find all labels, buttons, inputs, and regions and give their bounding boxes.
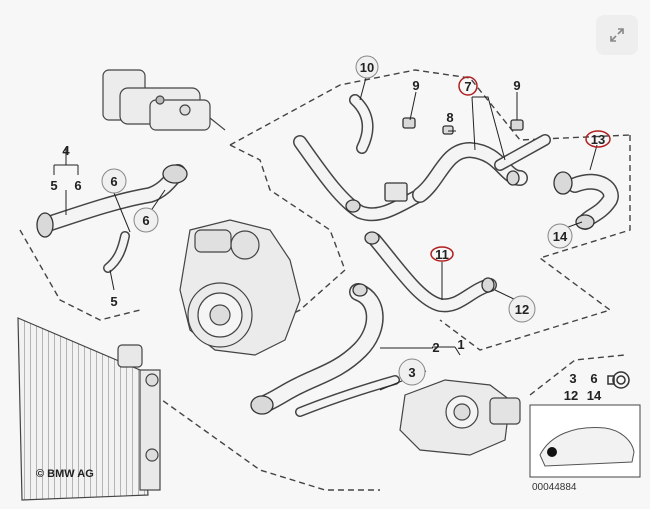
svg-text:11: 11 bbox=[435, 247, 449, 262]
svg-text:3: 3 bbox=[408, 365, 415, 380]
callout-5-bottom: 5 bbox=[110, 294, 117, 309]
callout-4: 4 bbox=[62, 143, 70, 158]
expand-button[interactable] bbox=[596, 15, 638, 55]
callout-10: 10 bbox=[355, 55, 379, 79]
clamps bbox=[36, 117, 595, 415]
callout-5-left: 5 bbox=[50, 178, 57, 193]
part-number: 00044884 bbox=[532, 482, 577, 493]
svg-text:1: 1 bbox=[457, 337, 464, 352]
radiator bbox=[17, 317, 161, 501]
svg-text:9: 9 bbox=[412, 78, 419, 93]
callout-13: 13 bbox=[585, 130, 611, 148]
legend-clamp-icon bbox=[607, 371, 630, 389]
car-thumbnail bbox=[529, 404, 641, 478]
callouts: 10 9 7 9 8 13 4 5 6 6 bbox=[50, 55, 611, 386]
svg-text:12: 12 bbox=[564, 388, 578, 403]
hoses bbox=[37, 94, 619, 417]
svg-text:12: 12 bbox=[515, 302, 529, 317]
valve-housing bbox=[102, 69, 226, 131]
copyright-text: © BMW AG bbox=[36, 468, 94, 480]
svg-text:14: 14 bbox=[553, 229, 568, 244]
svg-text:14: 14 bbox=[587, 388, 602, 403]
svg-text:6: 6 bbox=[110, 174, 117, 189]
svg-text:4: 4 bbox=[62, 143, 70, 158]
callout-6-circle-mid: 6 bbox=[133, 207, 159, 233]
svg-text:6: 6 bbox=[590, 371, 597, 386]
callout-3: 3 bbox=[398, 358, 426, 386]
expand-arrows-icon bbox=[610, 28, 624, 42]
thermostat-housing bbox=[399, 379, 521, 456]
callout-2: 2 bbox=[432, 340, 439, 355]
svg-text:6: 6 bbox=[74, 178, 81, 193]
svg-text:8: 8 bbox=[446, 110, 453, 125]
svg-text:5: 5 bbox=[50, 178, 57, 193]
callout-6-circle-top: 6 bbox=[101, 168, 127, 194]
legend-numbers: 3 6 12 14 bbox=[564, 371, 602, 403]
callout-7: 7 bbox=[458, 76, 478, 96]
svg-text:6: 6 bbox=[142, 213, 149, 228]
svg-text:3: 3 bbox=[569, 371, 576, 386]
callout-12: 12 bbox=[508, 295, 536, 323]
svg-text:5: 5 bbox=[110, 294, 117, 309]
callout-14: 14 bbox=[547, 223, 573, 249]
svg-text:13: 13 bbox=[591, 132, 605, 147]
callout-9-right: 9 bbox=[513, 78, 520, 93]
callout-9-left: 9 bbox=[412, 78, 419, 93]
callout-11: 11 bbox=[430, 246, 454, 262]
callout-8: 8 bbox=[446, 110, 453, 125]
svg-text:7: 7 bbox=[464, 79, 471, 94]
svg-text:2: 2 bbox=[432, 340, 439, 355]
water-pump bbox=[179, 219, 301, 356]
svg-text:9: 9 bbox=[513, 78, 520, 93]
callout-6-left: 6 bbox=[74, 178, 81, 193]
svg-text:10: 10 bbox=[360, 60, 374, 75]
callout-1: 1 bbox=[457, 337, 464, 352]
